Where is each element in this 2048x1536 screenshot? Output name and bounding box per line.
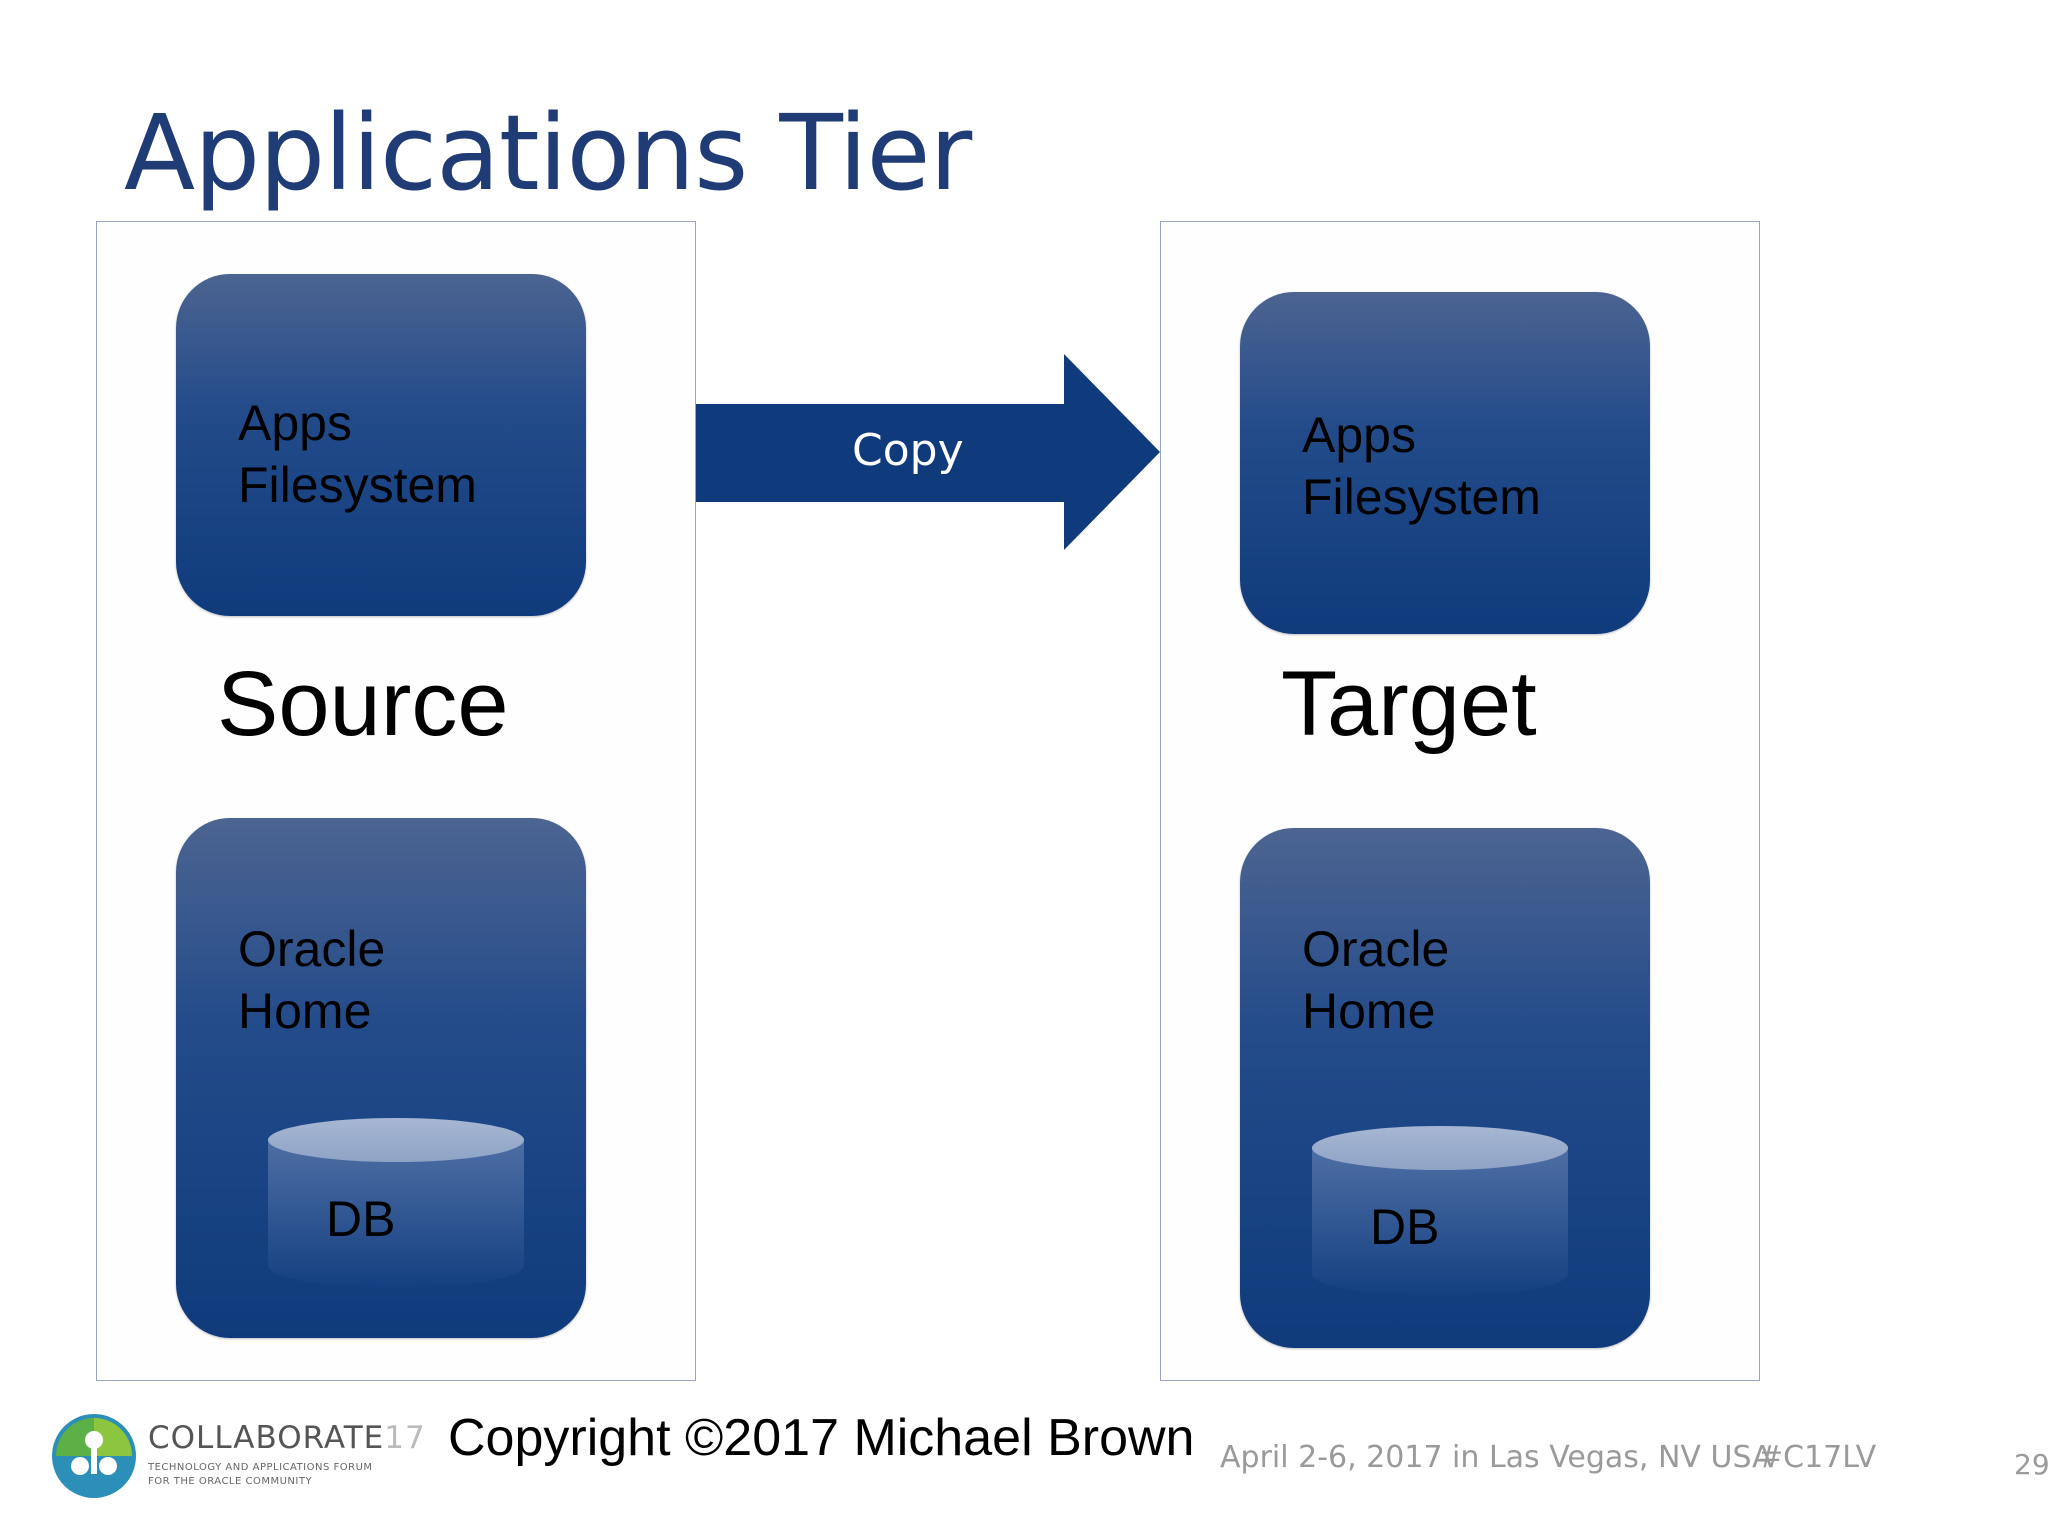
source-db-cylinder-icon: DB [268,1118,524,1298]
copy-arrow-icon [696,354,1160,550]
event-info: April 2-6, 2017 in Las Vegas, NV USA [1220,1440,1773,1475]
target-panel: Apps Filesystem Target Oracle Home DB [1160,221,1760,1381]
target-caption: Target [1281,653,1537,755]
logo-number: 17 [384,1420,426,1456]
logo-wordmark: COLLABORATE17 [148,1420,426,1456]
target-db-cylinder-icon: DB [1312,1126,1568,1306]
source-db-label: DB [326,1191,396,1247]
target-apps-filesystem-box: Apps Filesystem [1240,292,1650,634]
source-oracle-home-label: Oracle Home [238,921,386,1039]
copyright-text: Copyright ©2017 Michael Brown [448,1409,1195,1467]
page-number: 29 [2014,1448,2048,1481]
source-panel: Apps Filesystem Source Oracle Home DB [96,221,696,1381]
collaborate-logo-icon [52,1414,136,1498]
target-oracle-home-box: Oracle Home DB [1240,828,1650,1348]
logo-tagline-1: TECHNOLOGY AND APPLICATIONS FORUM [148,1462,373,1473]
event-hashtag: #C17LV [1758,1440,1877,1475]
source-caption: Source [217,653,509,755]
source-oracle-home-box: Oracle Home DB [176,818,586,1338]
source-apps-filesystem-box: Apps Filesystem [176,274,586,616]
source-apps-filesystem-label: Apps Filesystem [238,395,477,513]
slide-title: Applications Tier [124,92,972,214]
target-apps-filesystem-label: Apps Filesystem [1302,407,1541,525]
logo-word: COLLABORATE [148,1420,385,1456]
target-db-label: DB [1370,1199,1440,1255]
logo-tagline-2: FOR THE ORACLE COMMUNITY [148,1476,313,1487]
target-oracle-home-label: Oracle Home [1302,921,1450,1039]
copy-arrow-label: Copy [852,425,964,476]
